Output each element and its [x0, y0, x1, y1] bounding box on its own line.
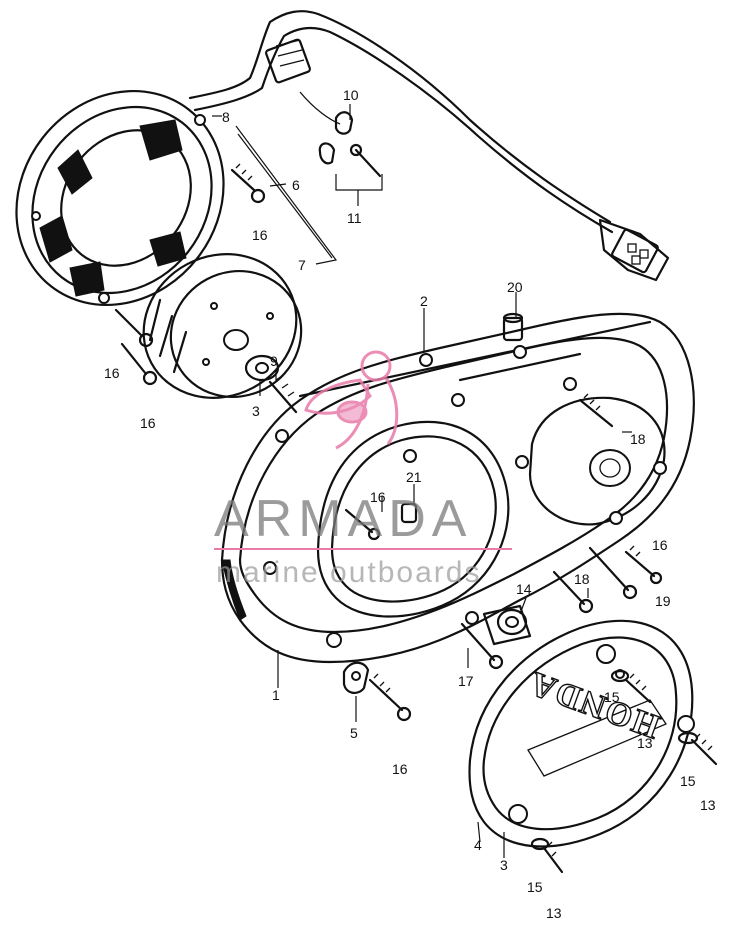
callout-3: 3 [500, 857, 508, 873]
watermark-tagline: marine outboards [216, 556, 481, 589]
screw-16-center [344, 508, 381, 541]
washer-15-bottom [530, 837, 550, 851]
wire-clamp [318, 111, 382, 178]
crankcase-cover [220, 312, 695, 664]
dowel-pin [502, 312, 524, 342]
screw-16-lower [368, 673, 412, 722]
screw-13-top [624, 673, 652, 704]
callout-10: 3 [252, 403, 260, 419]
callout-8: 8 [222, 109, 230, 125]
callout-16-d: 16 [370, 489, 386, 505]
callout-14: 14 [516, 581, 532, 597]
callout-16-c: 16 [140, 415, 156, 431]
watermark: ARMADA marine outboards [214, 350, 512, 589]
callout-9: 9 [270, 353, 278, 369]
dowel-pin-inner [400, 502, 418, 524]
callout-16-a: 16 [252, 227, 268, 243]
callout-21: 21 [406, 469, 422, 485]
screw-18-upper [578, 393, 614, 428]
callout-16-b: 16 [104, 365, 120, 381]
callout-15-c: 15 [527, 879, 543, 895]
callout-4: 4 [474, 837, 482, 853]
callouts: 8 10 6 11 16 7 20 2 9 16 3 16 18 21 16 1… [104, 87, 716, 921]
callout-20: 20 [507, 279, 523, 295]
callout-1: 1 [272, 687, 280, 703]
wire-connector [598, 218, 670, 282]
callout-12: 11 [347, 210, 362, 226]
side-cover: HONDA [468, 619, 695, 848]
callout-17: 17 [458, 673, 474, 689]
screw-stator-upper [230, 163, 266, 204]
watermark-logo-icon [304, 350, 399, 450]
collar [482, 604, 532, 646]
screw-stator-lower-1 [114, 308, 154, 348]
screw-16-right [624, 545, 663, 585]
callout-18-a: 18 [630, 431, 646, 447]
flywheel-rotor [142, 253, 303, 399]
washer-15-right [677, 731, 699, 745]
screw-17 [460, 622, 504, 670]
callout-13-b: 13 [700, 797, 716, 813]
cover-brand-text: HONDA [524, 664, 665, 745]
wire-harness [188, 10, 614, 234]
callout-13-a: 13 [637, 735, 653, 751]
stator-assembly [15, 89, 225, 307]
callout-15-b: 15 [680, 773, 696, 789]
callout-18-b: 18 [574, 571, 590, 587]
callout-16-e: 16 [652, 537, 668, 553]
screw-13-right [690, 733, 718, 766]
callout-16-f: 16 [392, 761, 408, 777]
callout-7: 7 [298, 257, 306, 273]
screw-19 [588, 546, 638, 600]
callout-11: 10 [343, 87, 359, 103]
callout-13-c: 13 [546, 905, 562, 921]
watermark-name: ARMADA [214, 490, 472, 548]
callout-6: 6 [292, 177, 300, 193]
callout-5: 5 [350, 725, 358, 741]
washer [244, 354, 280, 382]
callout-15-a: 15 [604, 689, 620, 705]
screw-stator-lower-2 [120, 342, 158, 386]
washer-15-top [610, 669, 630, 683]
cable-clamp [342, 661, 370, 694]
leader-lines [212, 104, 632, 858]
screw-18-lower [552, 570, 594, 614]
callout-2: 2 [420, 293, 428, 309]
callout-19: 19 [655, 593, 671, 609]
